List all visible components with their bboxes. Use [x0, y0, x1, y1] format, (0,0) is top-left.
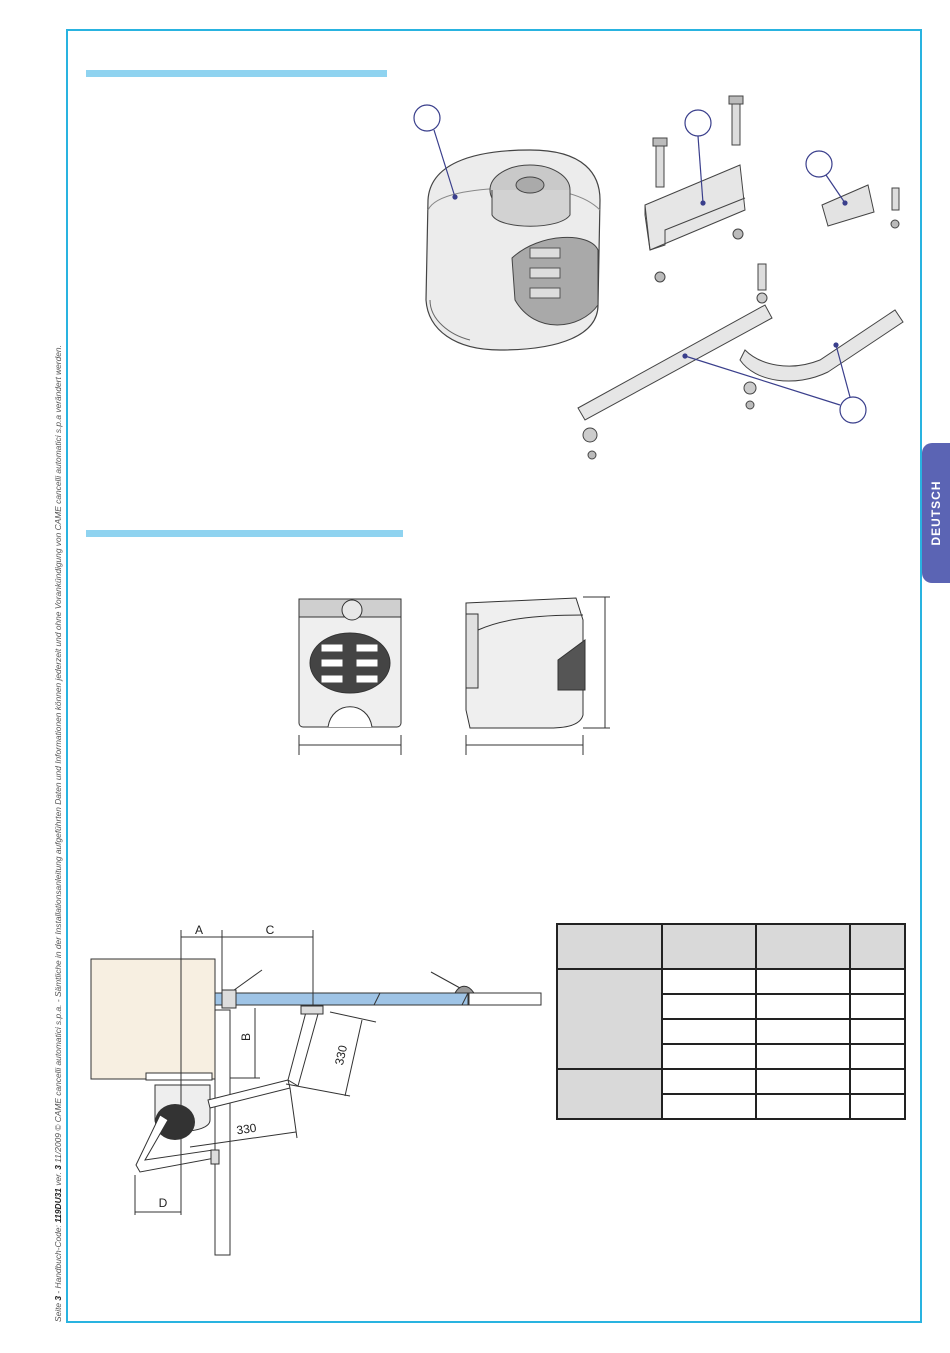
installation-diagram [90, 930, 542, 1256]
section-bar-components [86, 70, 387, 77]
callout-circle-icon [684, 109, 712, 137]
table-row [555, 923, 907, 970]
arm-length-label-2: 330 [236, 1121, 258, 1138]
arm-length-label-1: 330 [332, 1044, 350, 1067]
dim-c-label: C [266, 923, 275, 937]
gearmotor-illustration [425, 149, 601, 351]
page-frame [66, 29, 922, 1323]
front-view-drawing [298, 598, 402, 755]
callout-circle-icon [413, 104, 441, 132]
dim-b-label: B [239, 1033, 253, 1041]
language-tab: DEUTSCH [922, 443, 950, 583]
side-view-drawing [465, 596, 610, 755]
section-bar-dimensions [86, 530, 403, 537]
callout-circle-icon [839, 396, 867, 424]
table-row [557, 1043, 907, 1070]
table-row [557, 993, 907, 1020]
table-row [555, 1068, 907, 1120]
table-row [555, 968, 907, 1070]
table-row [557, 1018, 907, 1045]
callout-circle-icon [805, 150, 833, 178]
table-row [557, 1093, 907, 1120]
gate-bracket-illustration [821, 184, 900, 229]
dim-d-label: D [159, 1196, 168, 1210]
dim-a-label: A [195, 923, 203, 937]
arm-illustration [577, 263, 904, 460]
pillar-bracket-illustration [644, 95, 746, 283]
spec-table [555, 923, 907, 1120]
